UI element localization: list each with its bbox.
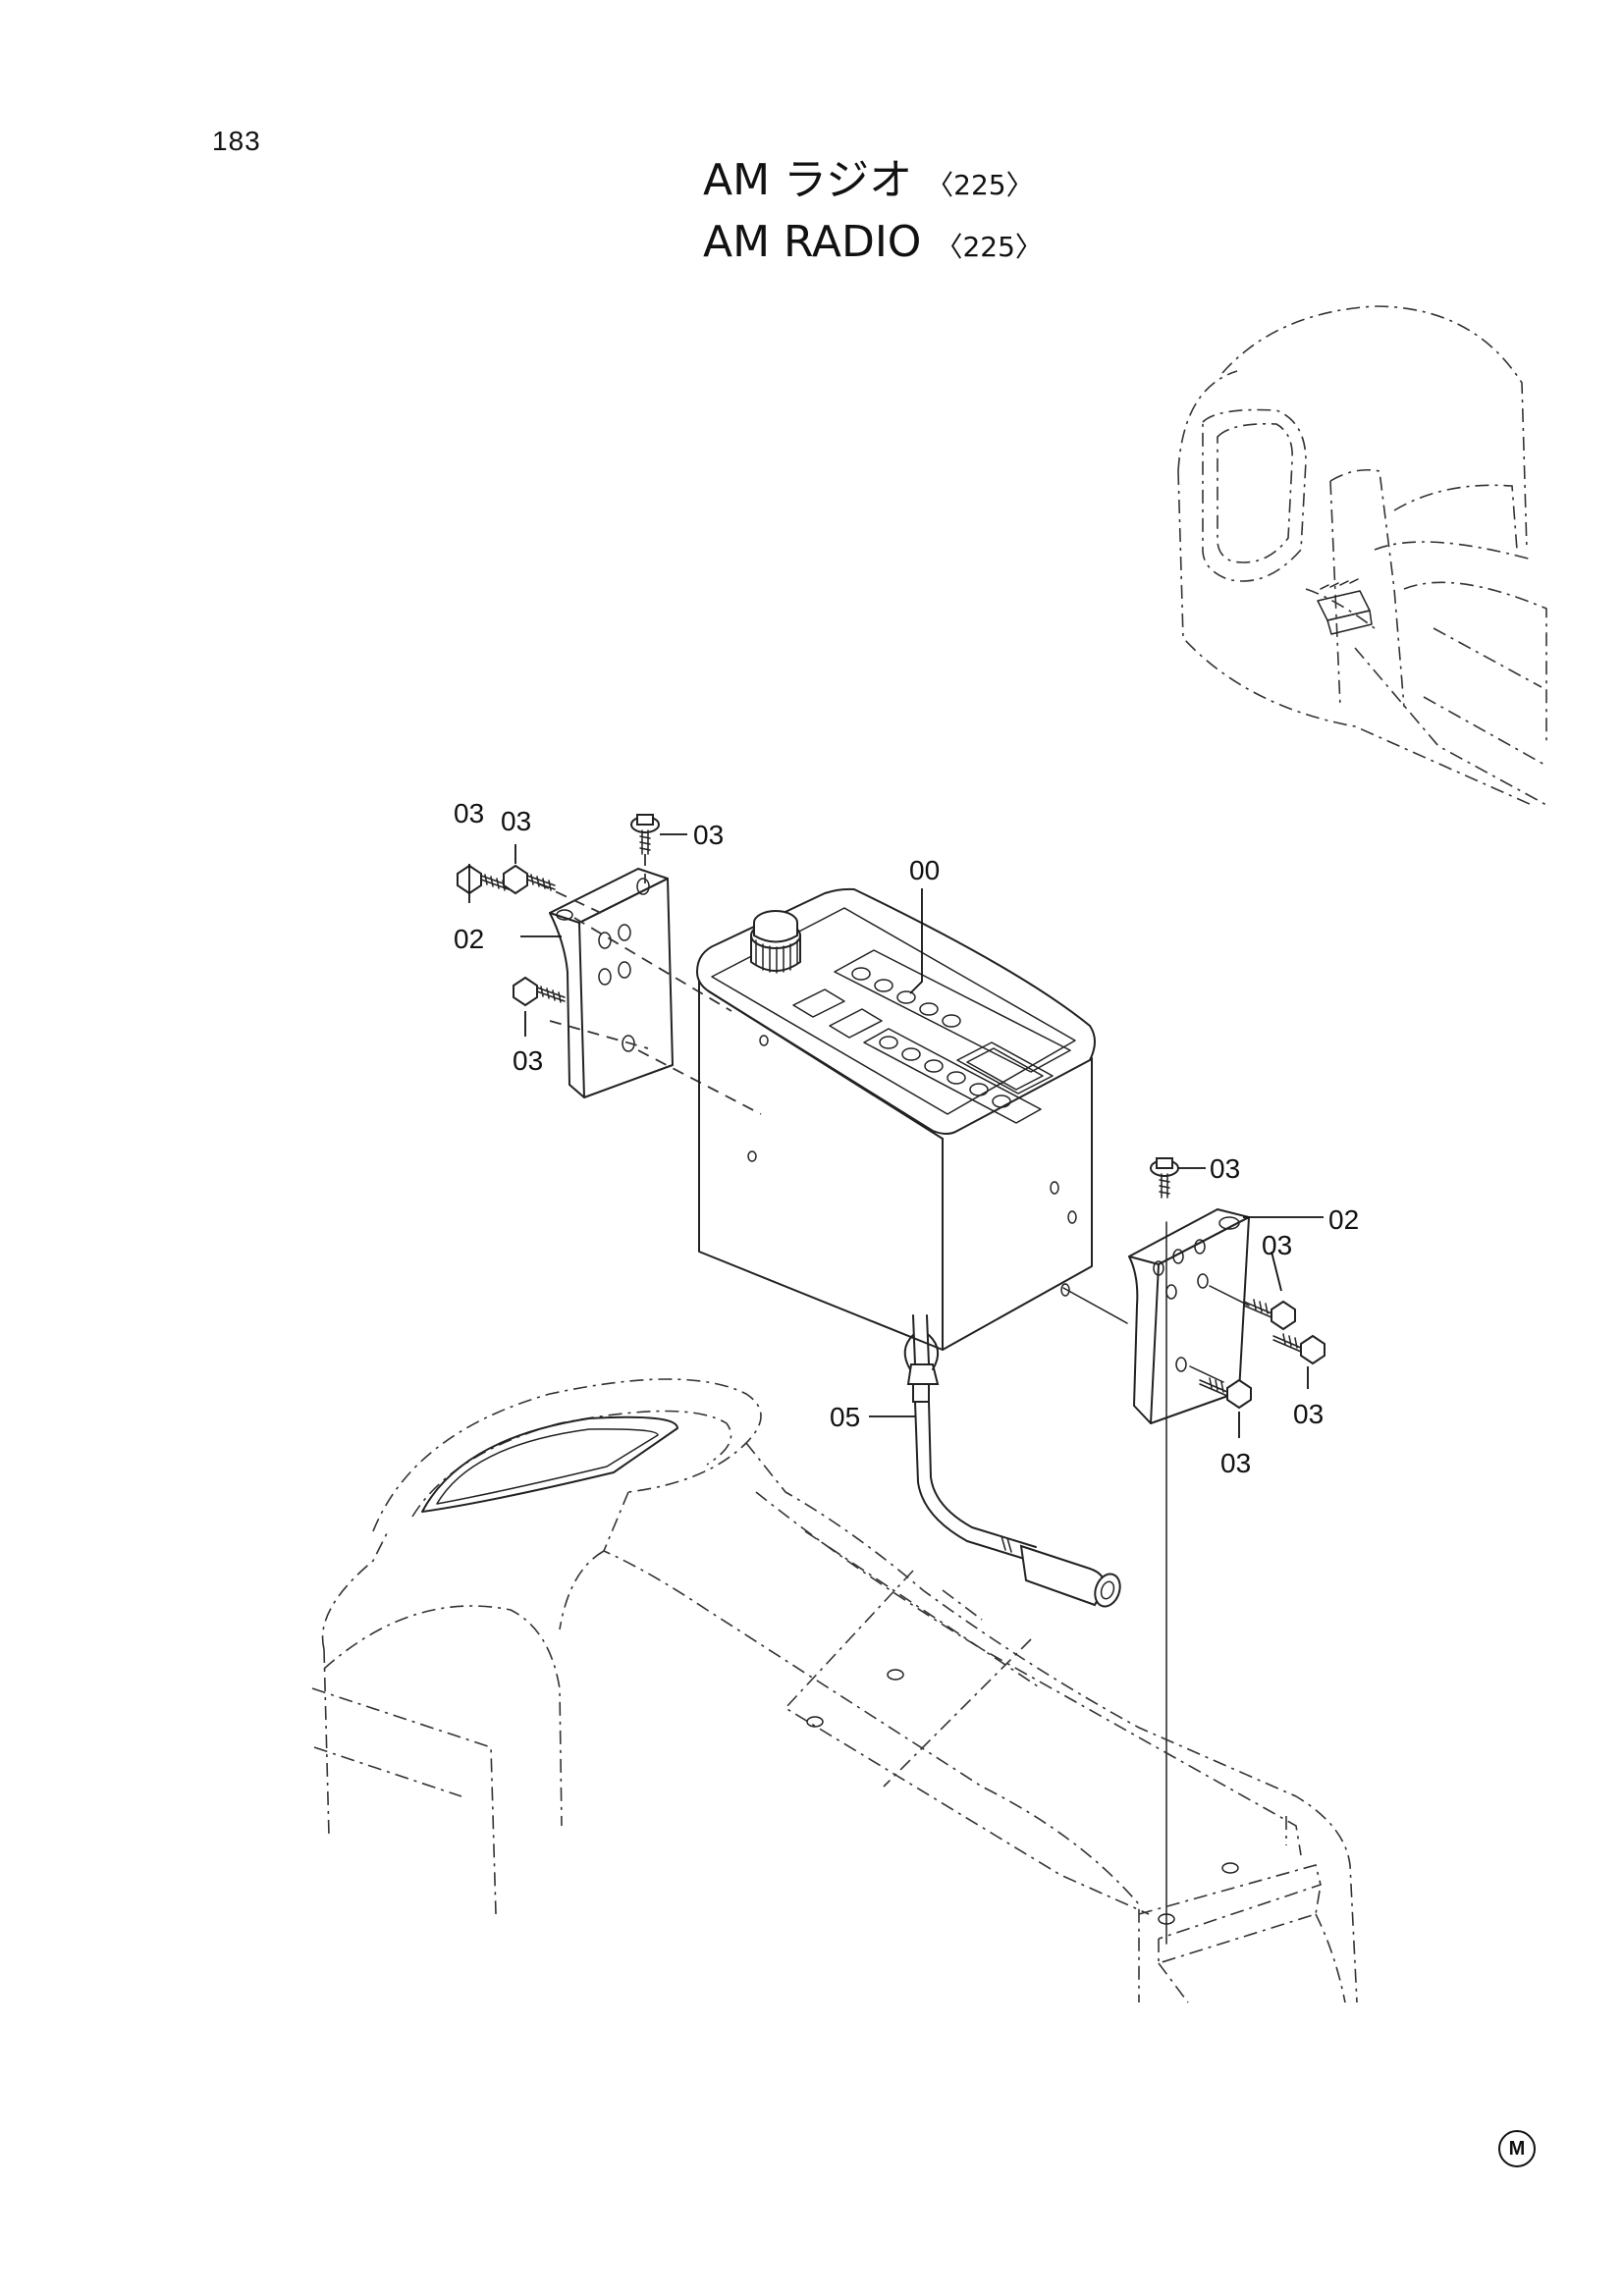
leader-lines — [468, 833, 1324, 1438]
manufacturer-mark: M — [1498, 2130, 1536, 2167]
callout-03-a: 03 — [454, 798, 484, 828]
title-japanese: AM ラジオ〈225〉 — [703, 152, 1043, 214]
callout-03-b: 03 — [501, 806, 531, 836]
callout-02-left: 02 — [454, 924, 484, 954]
cab-location-inset — [1177, 305, 1547, 806]
title-english-text: AM RADIO — [703, 217, 922, 267]
left-mounting-bracket — [537, 854, 762, 1115]
callout-labels: 00 02 02 03 03 03 03 03 03 03 03 05 — [454, 798, 1359, 1478]
page-number: 183 — [212, 126, 261, 156]
callout-05: 05 — [830, 1402, 860, 1432]
callout-03-e: 03 — [1210, 1153, 1240, 1184]
title-english: AM RADIO 〈225〉 — [703, 214, 1043, 276]
console-base — [311, 1378, 1358, 2003]
title-english-code: 〈225〉 — [935, 231, 1043, 263]
callout-02-right: 02 — [1328, 1204, 1359, 1235]
bolts — [457, 814, 1325, 1410]
am-radio-unit — [696, 887, 1096, 1351]
title-japanese-text: AM ラジオ — [703, 155, 913, 205]
callout-03-c: 03 — [693, 820, 724, 850]
callout-03-f: 03 — [1262, 1230, 1292, 1260]
page-title: AM ラジオ〈225〉 AM RADIO〈225〉 — [703, 152, 1043, 276]
callout-03-d: 03 — [513, 1045, 543, 1076]
callout-03-g: 03 — [1293, 1399, 1324, 1429]
title-japanese-code: 〈225〉 — [926, 169, 1034, 201]
antenna-cable — [903, 1314, 1121, 1608]
callout-03-h: 03 — [1220, 1448, 1251, 1478]
callout-00: 00 — [909, 855, 940, 885]
